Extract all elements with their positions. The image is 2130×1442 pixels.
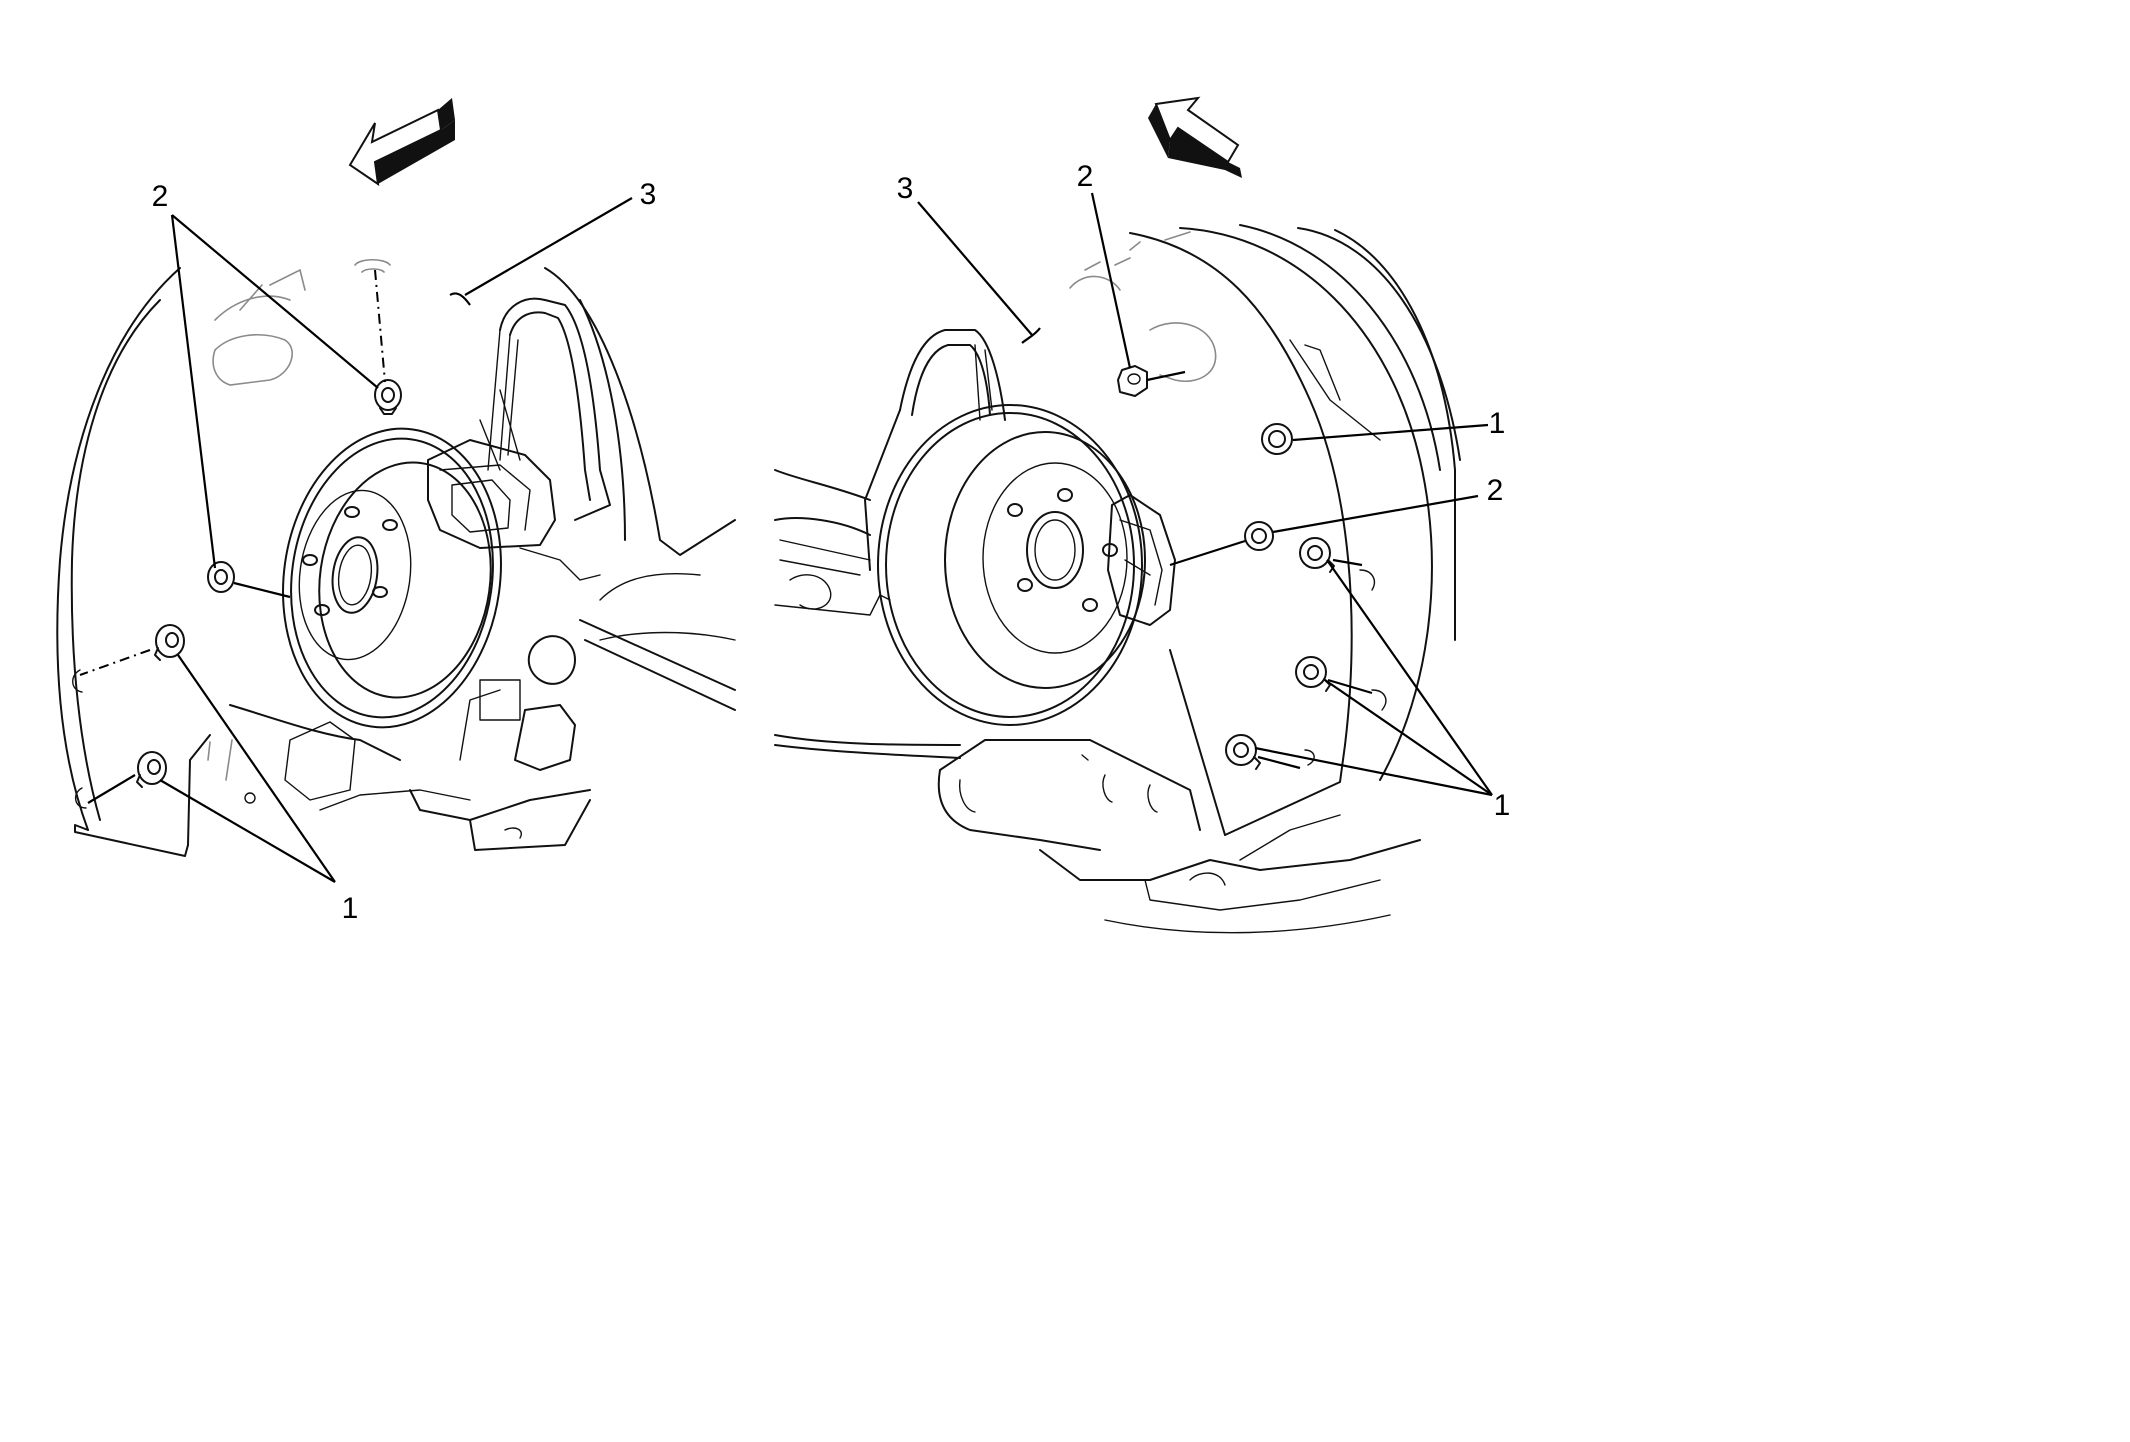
- left-brake-caliper: [427, 439, 601, 581]
- left-fastener-1-upper: [154, 624, 185, 661]
- right-fastener-2-top: [1117, 365, 1148, 397]
- left-fastener-1-lower: [136, 751, 167, 788]
- callout-right-1-bottom: 1: [1494, 789, 1511, 822]
- wheelhouse-liner-diagram: 2 3 1 3 2 1 2 1: [56, 96, 1511, 934]
- left-forward-arrow-icon: [348, 98, 455, 187]
- right-brake-rotor: [877, 404, 1146, 726]
- right-fastener-2-mid: [1244, 521, 1274, 551]
- callout-left-2: 2: [152, 180, 169, 213]
- right-brake-caliper: [1107, 494, 1176, 626]
- left-install-path-upper: [79, 649, 151, 676]
- left-fastener-2-mid: [207, 561, 235, 593]
- right-view: [774, 96, 1493, 934]
- callout-right-2-mid: 2: [1487, 474, 1504, 507]
- left-install-path-top: [374, 269, 386, 383]
- left-fastener-2-top: [374, 379, 402, 415]
- right-install-path-upper: [1332, 558, 1363, 567]
- right-fastener-1-lower: [1225, 734, 1261, 770]
- left-brake-rotor: [282, 427, 502, 729]
- left-install-path-lower: [87, 774, 136, 804]
- callout-right-1-top: 1: [1489, 407, 1506, 440]
- callout-right-2-top: 2: [1077, 160, 1094, 193]
- left-view: [56, 98, 736, 883]
- right-suspension: [774, 469, 1421, 934]
- left-suspension: [229, 389, 736, 851]
- right-install-path-top: [1146, 370, 1186, 382]
- left-strut-tower: [487, 267, 736, 556]
- callout-left-3: 3: [640, 178, 657, 211]
- right-install-path-mid: [1327, 678, 1373, 695]
- diagram-stage: 2 3 1 3 2 1 2 1: [56, 96, 1511, 934]
- callout-left-1: 1: [342, 892, 359, 925]
- right-forward-arrow-icon: [1148, 96, 1242, 178]
- right-wheelhouse-liner: [1069, 224, 1461, 836]
- left-leader-lines: [159, 197, 633, 883]
- right-fastener-1-top: [1261, 423, 1293, 455]
- right-fastener-1-mid: [1295, 656, 1331, 692]
- right-install-path-lower: [1257, 755, 1301, 770]
- right-wheel-studs: [1007, 488, 1118, 612]
- left-wheel-studs: [302, 506, 398, 616]
- left-wheelhouse-liner: [56, 258, 391, 857]
- right-strut-tower: [864, 329, 1006, 571]
- right-fastener-1-upper: [1299, 537, 1335, 573]
- callout-right-3: 3: [897, 172, 914, 205]
- right-leader-lines: [917, 192, 1493, 797]
